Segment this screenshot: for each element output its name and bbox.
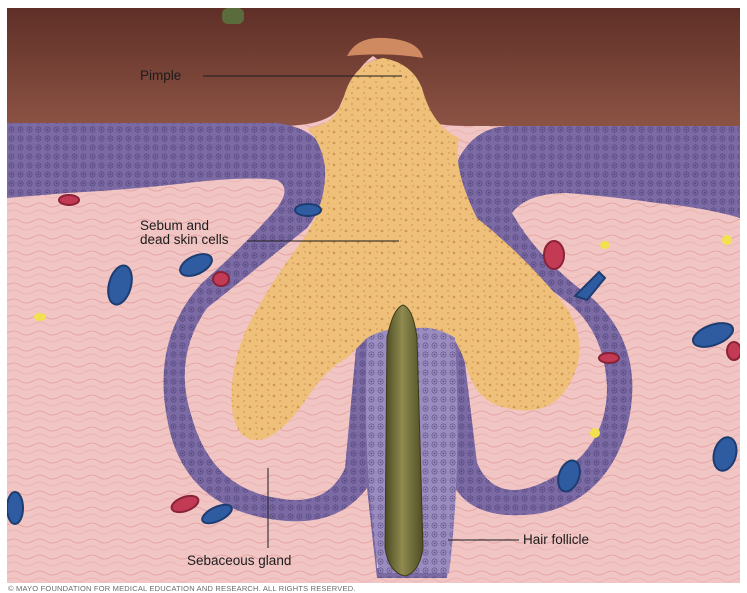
label-sebum-line1: Sebum and: [140, 218, 209, 233]
label-sebaceous-text: Sebaceous gland: [187, 553, 291, 568]
copyright-notice: © MAYO FOUNDATION FOR MEDICAL EDUCATION …: [8, 584, 356, 593]
pimple-anatomy-diagram: Pimple Sebum and dead skin cells Sebaceo…: [7, 8, 740, 583]
label-sebum-line2: dead skin cells: [140, 232, 229, 247]
label-pimple-text: Pimple: [140, 68, 181, 83]
hair-shaft: [385, 305, 423, 576]
label-hair-follicle-text: Hair follicle: [523, 532, 589, 547]
